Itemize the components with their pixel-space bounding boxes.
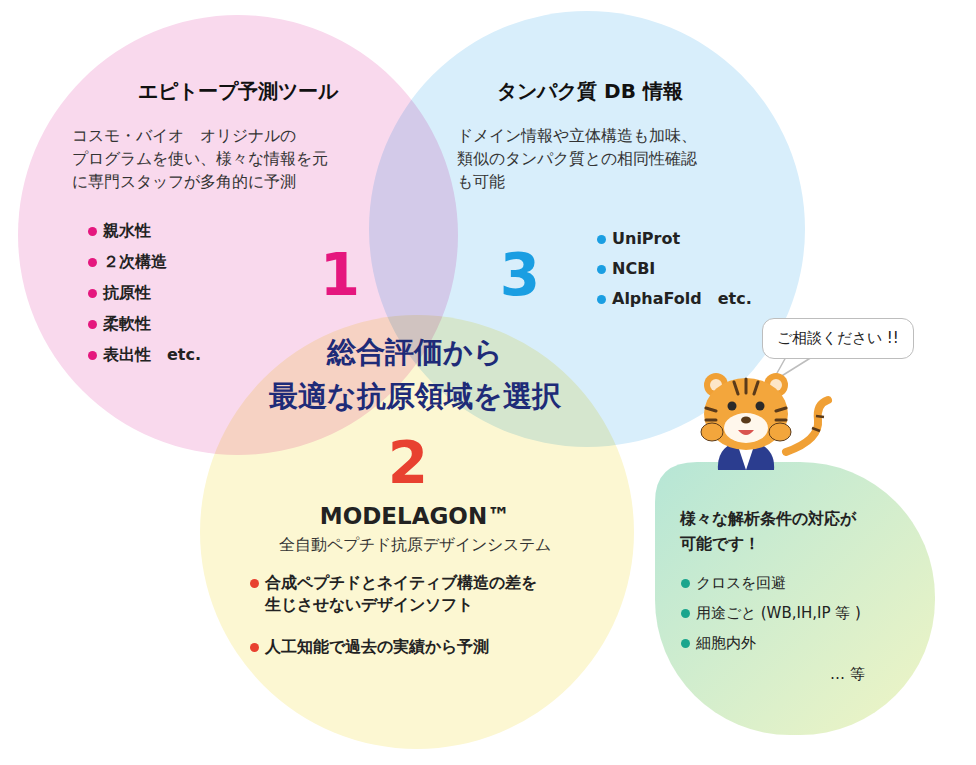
bullet-dot — [681, 639, 690, 648]
bullet-item: 表出性 etc. — [103, 344, 303, 366]
product-subtitle: 全自動ペプチド抗原デザインシステム — [240, 535, 590, 556]
bullet-dot — [88, 351, 97, 360]
circle-description: ドメイン情報や立体構造も加味、 類似のタンパク質との相同性確認 も可能 — [457, 124, 709, 194]
center-conclusion: 総合評価から 最適な抗原領域を選択 — [265, 330, 565, 418]
note-etc: … 等 — [830, 664, 910, 685]
bullet-dot — [88, 320, 97, 329]
bullet-item: 用途ごと (WB,IH,IP 等 ) — [696, 603, 916, 624]
bullet-dot — [250, 579, 259, 588]
bullet-item: NCBI — [612, 258, 802, 280]
bullet-item: 人工知能で過去の実績から予測 — [265, 636, 585, 658]
bullet-item: 親水性 — [103, 220, 303, 242]
callout-number: 1 — [310, 246, 370, 304]
bullet-item: クロスを回避 — [696, 573, 916, 594]
bullet-dot — [681, 579, 690, 588]
bullet-item: 細胞内外 — [696, 633, 916, 654]
bullet-dot — [88, 289, 97, 298]
product-name: MODELAGON™ — [265, 503, 565, 529]
speech-bubble: ご相談ください !! — [762, 318, 914, 359]
note-heading: 様々な解析条件の対応が 可能です！ — [680, 507, 875, 557]
bullet-item: 柔軟性 — [103, 313, 303, 335]
bullet-dot — [88, 227, 97, 236]
bullet-dot — [597, 265, 606, 274]
note-blob: 様々な解析条件の対応が 可能です！ クロスを回避用途ごと (WB,IH,IP 等 … — [655, 462, 935, 735]
bullet-dot — [597, 235, 606, 244]
circle-heading: タンパク質 DB 情報 — [465, 78, 715, 105]
bullet-dot — [250, 643, 259, 652]
bullet-dot — [597, 295, 606, 304]
note-blob — [655, 462, 935, 735]
bullet-item: UniProt — [612, 228, 802, 250]
venn-circles — [18, 11, 805, 749]
bubble-text: ご相談ください !! — [777, 329, 899, 348]
circle-description: コスモ・バイオ オリジナルの プログラムを使い、様々な情報を元 に専門スタッフが… — [72, 124, 347, 194]
bullet-item: AlphaFold etc. — [612, 288, 802, 310]
callout-number: 2 — [378, 434, 438, 492]
bullet-item: ２次構造 — [103, 251, 303, 273]
bullet-dot — [88, 258, 97, 267]
callout-number: 3 — [490, 246, 550, 304]
tiger-mascot — [701, 373, 828, 470]
bullet-item: 抗原性 — [103, 282, 303, 304]
bullet-item: 合成ペプチドとネイティブ構造の差を 生じさせないデザインソフト — [265, 572, 575, 617]
yellow-circle — [200, 315, 634, 749]
bullet-dot — [681, 609, 690, 618]
circle-heading: エピトープ予測ツール — [100, 78, 375, 105]
